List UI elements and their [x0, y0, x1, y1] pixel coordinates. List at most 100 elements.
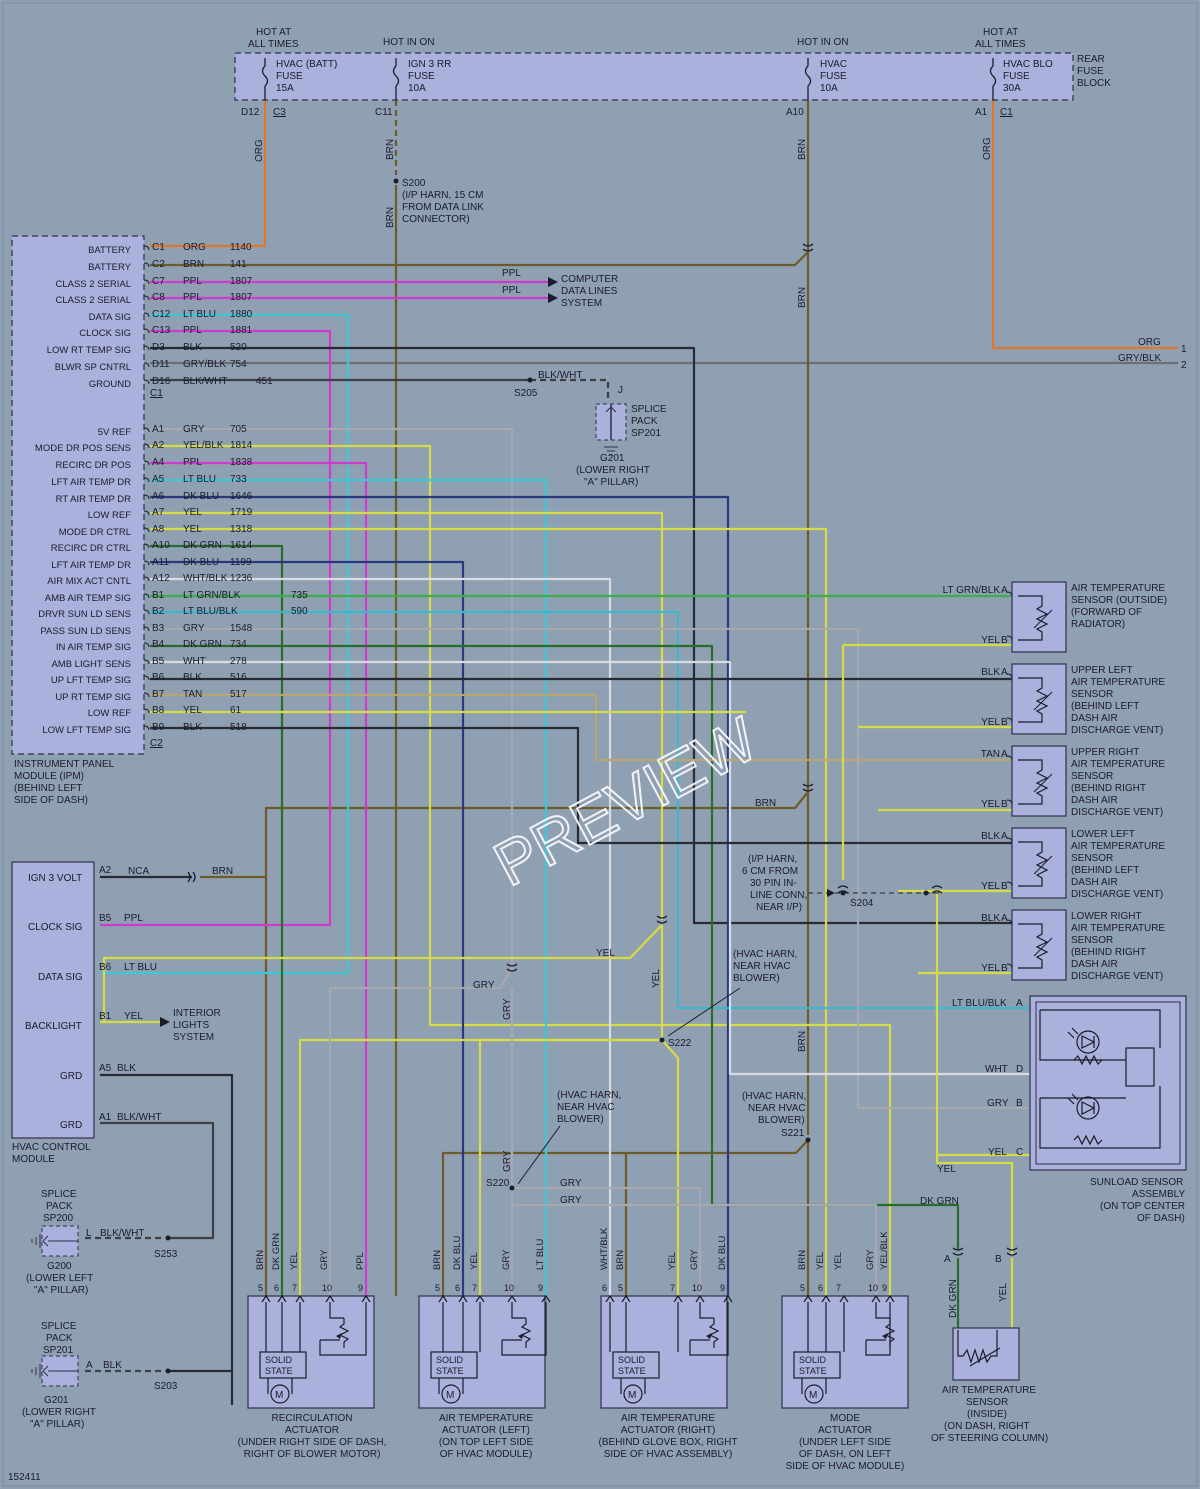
s200-label-3: FROM DATA LINK [402, 202, 484, 213]
fuse-4-hot-2: ALL TIMES [975, 39, 1026, 50]
label-yel-v: YEL [651, 969, 662, 988]
actuator-wire-label: YEL [667, 1252, 678, 1270]
label-gry-v: GRY [502, 998, 513, 1020]
ipm-label-4: SIDE OF DASH) [14, 795, 88, 806]
temp-sensor-label: LOWER RIGHT [1071, 911, 1142, 922]
ipm-pin-color: LT BLU/BLK [183, 606, 238, 617]
temp-sensor-pin-a: A [1001, 667, 1008, 678]
temp-sensor-wire-b: YEL [981, 799, 1000, 810]
sp200-wire: BLK/WHT [100, 1228, 144, 1239]
wire-ltblu-c12 [100, 313, 350, 975]
label-org-end: ORG [1138, 337, 1161, 348]
wire-brn-s221-c [441, 1151, 626, 1296]
motor-label: M [809, 1390, 817, 1401]
wire-yel-s222 [102, 924, 663, 1022]
s222-note-1: (HVAC HARN, [733, 949, 797, 960]
ipm-pin-name: LOW RT TEMP SIG [47, 345, 131, 356]
ipm-pin-id: A6 [152, 491, 165, 502]
temp-sensor-label: (FORWARD OF [1071, 607, 1142, 618]
ipm-pin-name: GROUND [89, 379, 131, 390]
actuator-wire-label: BRN [797, 1250, 808, 1270]
inside-wire-a: DK GRN [948, 1279, 959, 1318]
fuse-4-pin-a1: A1 [975, 107, 988, 118]
hvac-w-yel: YEL [124, 1011, 143, 1022]
ipm-pin-name: DATA SIG [89, 312, 131, 323]
ipm-pin-color: YEL [183, 524, 202, 535]
temp-sensor-label: (BEHIND LEFT [1071, 865, 1139, 876]
s222-label: S222 [668, 1038, 692, 1049]
temp-sensor-pin-a: A [1001, 831, 1008, 842]
s205-label: S205 [514, 388, 538, 399]
wire-yel-s222-d [298, 1038, 662, 1296]
g200-3: "A" PILLAR) [34, 1285, 88, 1296]
wire-dkblu-a11 [150, 560, 465, 1296]
sunload-label-1: SUNLOAD SENSOR [1090, 1177, 1183, 1188]
label-ppl-1: PPL [502, 268, 521, 279]
ipm-pin-circuit: 1881 [230, 325, 253, 336]
actuator-label: OF DASH, ON LEFT [799, 1449, 891, 1460]
hvac-label-1: HVAC CONTROL [12, 1142, 91, 1153]
fuse-3-rating: 10A [820, 83, 838, 94]
label-yel-s222: YEL [596, 948, 615, 959]
ipm-pin-color: YEL [183, 507, 202, 518]
actuator-label: (UNDER RIGHT SIDE OF DASH, [238, 1437, 387, 1448]
label-brn-a10b: BRN [797, 287, 808, 308]
ipm-pin-name: CLASS 2 SERIAL [55, 295, 131, 306]
actuator-wire-label: DK BLU [717, 1236, 728, 1270]
actuator-pin-number: 7 [836, 1283, 841, 1293]
wire-wht-b5 [150, 660, 1030, 1076]
motor-icon [623, 1384, 643, 1404]
motor-icon [270, 1384, 290, 1404]
hvac-pin-data: DATA SIG [38, 972, 83, 983]
interior-lights-1: INTERIOR [173, 1008, 221, 1019]
actuator-pin-number: 10 [868, 1283, 878, 1293]
ipm-pin-id: B4 [152, 639, 165, 650]
fuse-2-type: FUSE [408, 71, 435, 82]
ipm-pin-color: WHT/BLK [183, 573, 228, 584]
temp-sensor-label: SENSOR [1071, 935, 1113, 946]
sunload-wire-d: WHT [985, 1064, 1008, 1075]
wire-blk-b9 [150, 726, 1012, 845]
hvac-c-b5: B5 [99, 913, 112, 924]
actuator-pin-number: 5 [258, 1283, 263, 1293]
actuator-label: SIDE OF HVAC ASSEMBLY) [604, 1449, 733, 1460]
inside-label-5: OF STEERING COLUMN) [931, 1433, 1048, 1444]
wire-ltblu-a5 [150, 478, 548, 1296]
sp201-top-1: SPLICE [631, 404, 667, 415]
ipm-pin-name: AIR MIX ACT CNTL [47, 576, 131, 587]
fuse-3 [804, 58, 812, 100]
g201-top-1: G201 [600, 453, 625, 464]
temp-sensor-label: SENSOR [1071, 689, 1113, 700]
temp-sensor-pin-a: A [1001, 749, 1008, 760]
actuator-label: SIDE OF HVAC MODULE) [786, 1461, 905, 1472]
ipm-pin-circuit: 520 [230, 342, 247, 353]
temp-sensor-wire-a: LT GRN/BLK [943, 585, 1001, 596]
sp200-3: SP200 [43, 1213, 73, 1224]
temp-sensor-label: UPPER LEFT [1071, 665, 1133, 676]
temp-sensor-label: DASH AIR [1071, 959, 1118, 970]
ipm-pin-name: LFT AIR TEMP DR [51, 560, 131, 571]
sunload-pin-d: D [1016, 1064, 1023, 1075]
ipm-pin-id: A2 [152, 440, 165, 451]
label-brn-c11: BRN [385, 139, 396, 160]
actuator-pin-number: 7 [292, 1283, 297, 1293]
ipm-pin-circuit: 1880 [230, 309, 253, 320]
hvac-pin-backlight: BACKLIGHT [25, 1021, 82, 1032]
actuator-label: ACTUATOR [818, 1425, 872, 1436]
actuator-wire-label: PPL [355, 1252, 366, 1270]
hvac-w-nca: NCA [128, 866, 149, 877]
ipm-pin-color: WHT [183, 656, 206, 667]
actuator-pin-number: 5 [800, 1283, 805, 1293]
ipm-pin-circuit: 705 [230, 424, 247, 435]
actuator-wire-label: BRN [255, 1250, 266, 1270]
fuse-4-name: HVAC BLO [1003, 59, 1053, 70]
s220-label: S220 [486, 1178, 510, 1189]
ipm-pin-color: PPL [183, 276, 202, 287]
ipm-pin-id: C2 [152, 259, 165, 270]
splice-s200 [393, 178, 399, 184]
